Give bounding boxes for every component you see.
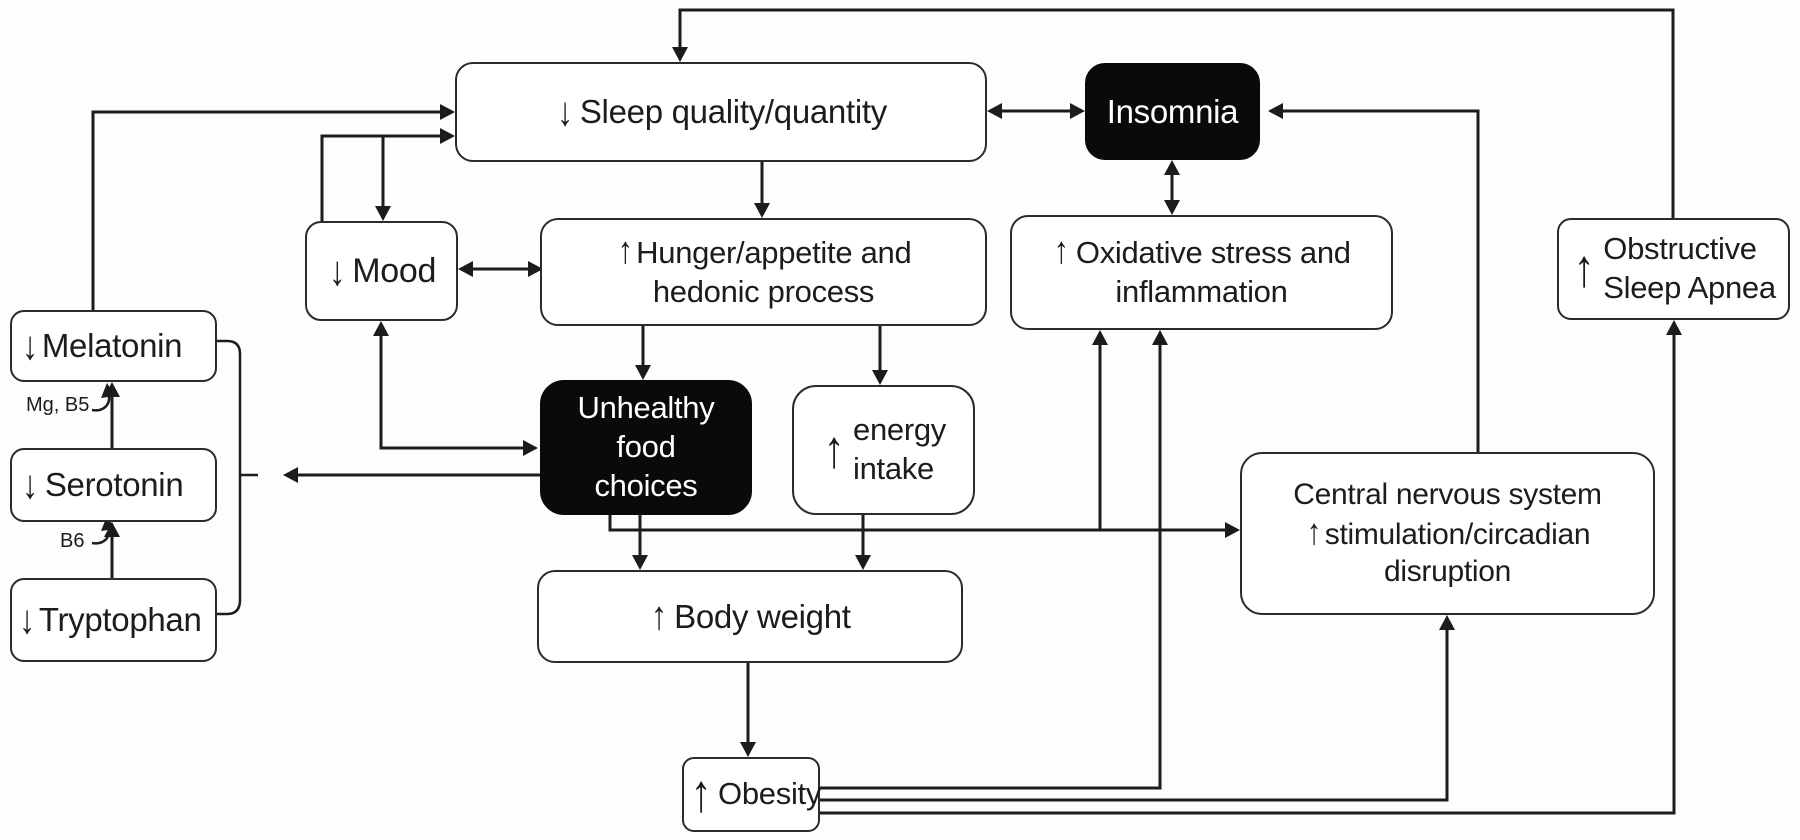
node-oxidative-stress: ↑Oxidative stress and inflammation [1010,215,1393,330]
up-arrow-icon: ↑ [1306,510,1322,552]
node-sleep-quality: ↓ Sleep quality/quantity [455,62,987,162]
node-label: Obesity [718,776,822,812]
text-line: Central nervous system [1293,478,1602,512]
text-line: Unhealthy [577,390,715,426]
edge-tryptophan-to-serotonin [104,522,120,578]
node-unhealthy-food-choices: Unhealthy food choices [540,380,752,515]
edge-sleep-to-hunger [754,162,770,218]
node-label: ↑Oxidative stress and inflammation [1052,230,1351,312]
edge-bodyweight-to-obesity [740,663,756,757]
cofactor-label-b6: B6 [60,530,85,552]
text-line: food [616,429,676,465]
edge-insomnia-oxidative-double [1164,160,1180,215]
node-label: Obstructive Sleep Apnea [1603,230,1776,308]
text-line: Oxidative stress and [1075,235,1351,271]
down-arrow-icon: ↓ [18,596,35,642]
edge-unhealthy-to-neurotransmitters [283,467,540,483]
down-arrow-icon: ↓ [21,461,38,507]
up-arrow-icon: ↑ [1054,230,1070,273]
edge-hunger-to-unhealthy [635,326,651,380]
node-mood: ↓ Mood [305,221,458,321]
up-arrow-icon: ↑ [651,593,668,639]
node-label: Central nervous system ↑stimulation/circ… [1293,476,1602,591]
edge-mood-hunger-double [458,261,543,277]
edge-energy-to-bodyweight [855,515,871,570]
up-arrow-icon: ↑ [1573,238,1595,298]
node-label: Body weight [674,597,851,635]
edge-melatonin-to-sleep [91,104,455,310]
up-arrow-icon: ↑ [823,419,845,479]
node-insomnia: Insomnia [1085,63,1260,160]
text-line: choices [594,467,698,503]
up-arrow-icon: ↑ [617,229,633,272]
text-line: stimulation/circadian [1324,517,1591,551]
edge-unhealthy-to-oxidative [1092,330,1108,530]
down-arrow-icon: ↓ [21,322,38,368]
edge-obesity-to-cns [820,615,1455,802]
down-arrow-icon: ↓ [556,88,573,134]
neurotransmitter-group-bracket [216,339,258,616]
edge-unhealthy-to-cns [608,515,1240,538]
text-line: energy [853,412,947,448]
text-line: Hunger/appetite and [636,234,912,270]
text-line: intake [853,451,934,486]
node-energy-intake: ↑ energy intake [792,385,975,515]
edge-mood-unhealthy-double [373,321,538,456]
node-label: Mood [352,251,437,290]
edge-unhealthy-to-bodyweight [632,515,648,570]
text-line: inflammation [1115,274,1288,309]
node-label: Unhealthy food choices [578,389,715,505]
edge-osa-to-sleep [672,8,1675,218]
edge-obesity-to-osa [820,320,1682,815]
node-label: Insomnia [1106,92,1239,130]
edge-cns-to-insomnia [1268,103,1480,452]
node-obesity: ↑ Obesity [682,757,822,832]
cofactor-mg-b5-curved-arrow [91,383,115,412]
node-obstructive-sleep-apnea: ↑ Obstructive Sleep Apnea [1557,218,1790,320]
node-label: Tryptophan [38,601,202,639]
edge-sleep-insomnia-double [987,103,1085,119]
down-arrow-icon: ↓ [328,247,346,295]
node-body-weight: ↑ Body weight [537,570,963,663]
node-label: Sleep quality/quantity [579,93,887,131]
text-line: hedonic process [652,273,875,309]
node-label: Serotonin [44,466,184,504]
cofactor-label-mg-b5: Mg, B5 [26,394,90,416]
up-arrow-icon: ↑ [690,764,712,824]
edge-obesity-to-oxidative [820,330,1168,790]
cofactor-b6-curved-arrow [91,516,115,545]
node-cns-stimulation: Central nervous system ↑stimulation/circ… [1240,452,1655,615]
text-line: Obstructive [1603,231,1757,267]
node-serotonin: ↓ Serotonin [10,448,217,522]
text-line: Sleep Apnea [1603,270,1776,305]
node-label: energy intake [853,411,946,489]
node-label: Melatonin [41,327,183,365]
node-tryptophan: ↓ Tryptophan [10,578,217,662]
edge-mood-sleep-double [320,128,455,221]
node-label: ↑Hunger/appetite and hedonic process [616,229,912,312]
node-hunger-appetite: ↑Hunger/appetite and hedonic process [540,218,987,326]
edge-hunger-to-energy [872,326,888,385]
node-melatonin: ↓ Melatonin [10,310,217,382]
text-line: disruption [1383,555,1512,589]
